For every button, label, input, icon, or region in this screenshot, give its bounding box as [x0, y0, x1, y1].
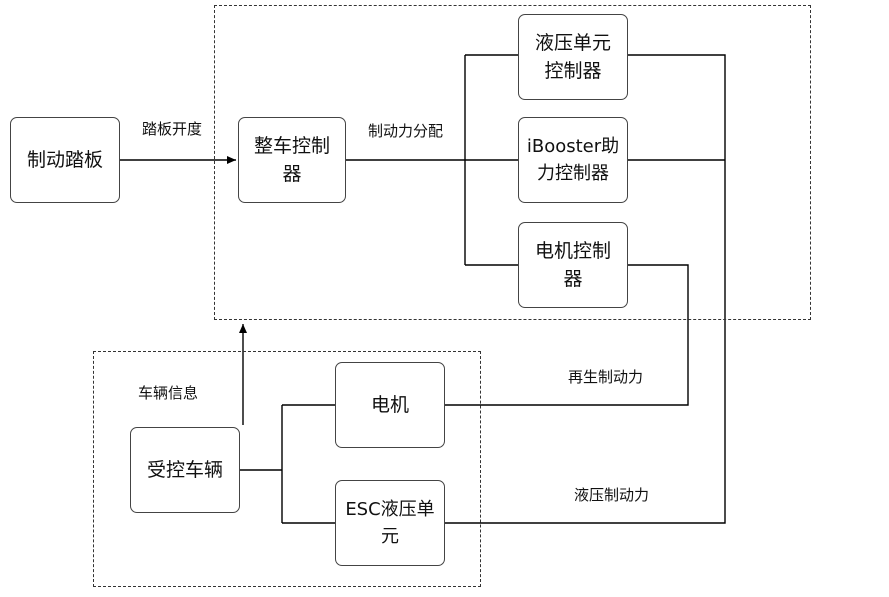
brake-pedal-box: 制动踏板: [10, 117, 120, 203]
ibooster-controller-box: iBooster助力控制器: [518, 117, 628, 203]
hydraulic-controller-output-line: [445, 54, 726, 524]
hydraulic-unit-controller-box: 液压单元控制器: [518, 14, 628, 100]
hydraulic-braking-force-label: 液压制动力: [574, 486, 650, 504]
vehicle-controller-box: 整车控制器: [238, 117, 346, 203]
esc-hydraulic-unit-box: ESC液压单元: [335, 480, 445, 566]
regenerative-braking-force-label: 再生制动力: [568, 368, 644, 386]
motor-controller-box: 电机控制器: [518, 222, 628, 308]
pedal-travel-label: 踏板开度: [142, 120, 203, 138]
motor-box: 电机: [335, 362, 445, 448]
controlled-vehicle-box: 受控车辆: [130, 427, 240, 513]
brake-force-distribution-label: 制动力分配: [368, 122, 444, 140]
vehicle-info-label: 车辆信息: [138, 384, 199, 402]
motor-controller-to-motor-line: [445, 264, 689, 406]
